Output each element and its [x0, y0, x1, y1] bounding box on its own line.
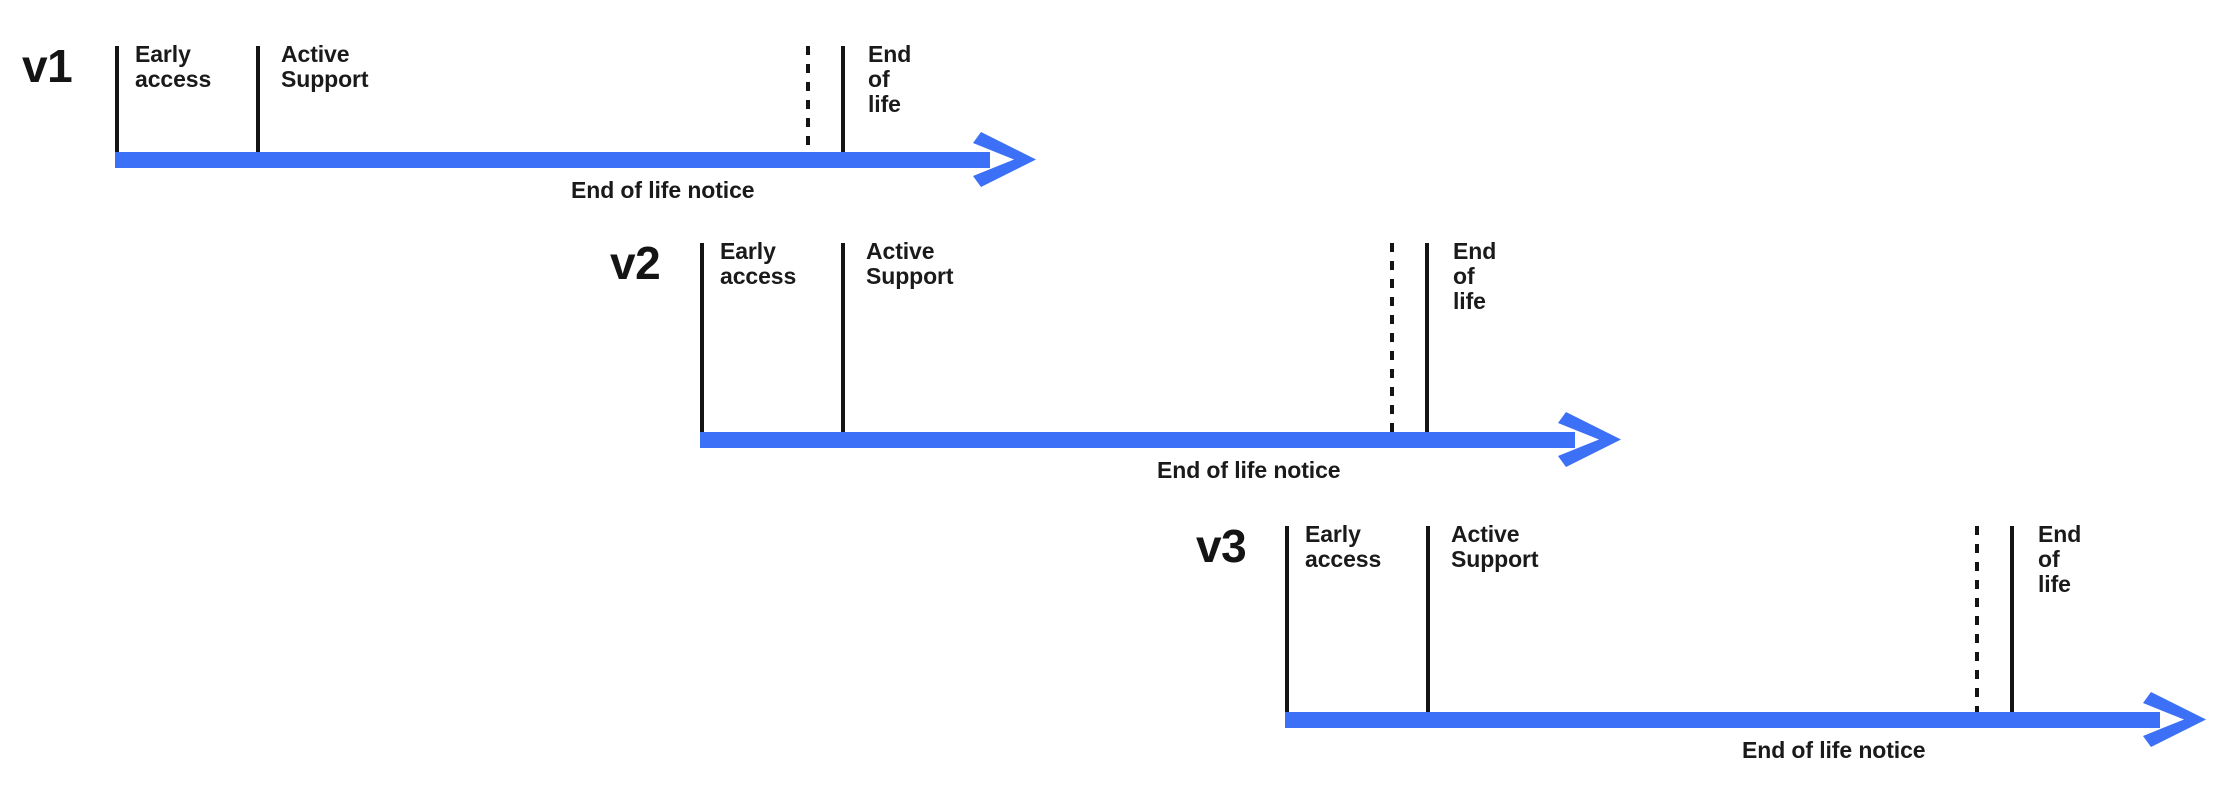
label-early-access-v3: Early access: [1305, 521, 1382, 572]
timeline-arrow-shaft-v3: [1285, 712, 2160, 728]
phase-divider-end-of-life-v3: [2010, 526, 2014, 712]
label-end-of-life-notice-v3: End of life notice: [1742, 737, 1926, 763]
timeline-arrow-shaft-v2: [700, 432, 1575, 448]
phase-divider-end-of-life-v1: [841, 46, 845, 152]
timeline-arrow-head-v2: [1558, 410, 1628, 470]
phase-divider-active-support-v2: [841, 243, 845, 432]
phase-divider-active-support-v1: [256, 46, 260, 152]
label-active-support-v1: Active Support: [281, 41, 369, 92]
label-early-access-v2: Early access: [720, 238, 797, 289]
version-label-v1: v1: [22, 40, 73, 92]
label-active-support-v2: Active Support: [866, 238, 954, 289]
phase-divider-start-v1: [115, 46, 119, 152]
eol-notice-dashed-divider-v3: [1975, 526, 1979, 712]
eol-notice-dashed-divider-v2: [1390, 243, 1394, 432]
phase-divider-start-v2: [700, 243, 704, 432]
timeline-arrow-head-v1: [973, 130, 1043, 190]
label-end-of-life-v3: End of life: [2038, 521, 2082, 597]
phase-divider-active-support-v3: [1426, 526, 1430, 712]
version-label-v3: v3: [1196, 520, 1247, 572]
phase-divider-end-of-life-v2: [1425, 243, 1429, 432]
eol-notice-dashed-divider-v1: [806, 46, 810, 152]
label-early-access-v1: Early access: [135, 41, 212, 92]
timeline-arrow-head-v3: [2143, 690, 2213, 750]
label-end-of-life-v1: End of life: [868, 41, 912, 117]
version-label-v2: v2: [610, 237, 661, 289]
label-active-support-v3: Active Support: [1451, 521, 1539, 572]
timeline-arrow-shaft-v1: [115, 152, 990, 168]
phase-divider-start-v3: [1285, 526, 1289, 712]
label-end-of-life-v2: End of life: [1453, 238, 1497, 314]
label-end-of-life-notice-v2: End of life notice: [1157, 457, 1341, 483]
label-end-of-life-notice-v1: End of life notice: [571, 177, 755, 203]
